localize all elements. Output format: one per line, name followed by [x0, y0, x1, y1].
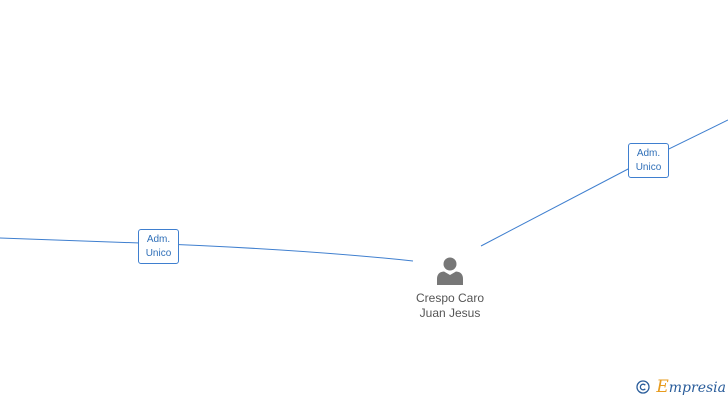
person-node[interactable]: Crespo Caro Juan Jesus [396, 255, 504, 321]
edge-label-right-line2: Unico [635, 162, 662, 173]
copyright-icon [636, 380, 650, 394]
person-icon [437, 257, 463, 285]
edge-label-right-line1: Adm. [636, 148, 661, 159]
brand-rest: mpresia [668, 380, 726, 396]
empresia-logo: Empresia [636, 377, 726, 397]
edge-label-left-line2: Unico [145, 248, 172, 259]
person-name-line1: Crespo Caro [415, 291, 485, 305]
edge-label-left-line1: Adm. [146, 234, 171, 245]
edge-left [0, 237, 414, 262]
person-name-line2: Juan Jesus [419, 306, 481, 320]
brand-first-letter: E [656, 377, 669, 397]
person-name: Crespo Caro Juan Jesus [396, 291, 504, 321]
brand-wordmark: Empresia [656, 377, 726, 397]
edge-label-left[interactable]: Adm. Unico [138, 229, 179, 264]
edge-label-right[interactable]: Adm. Unico [628, 143, 669, 178]
edge-right [480, 119, 728, 247]
